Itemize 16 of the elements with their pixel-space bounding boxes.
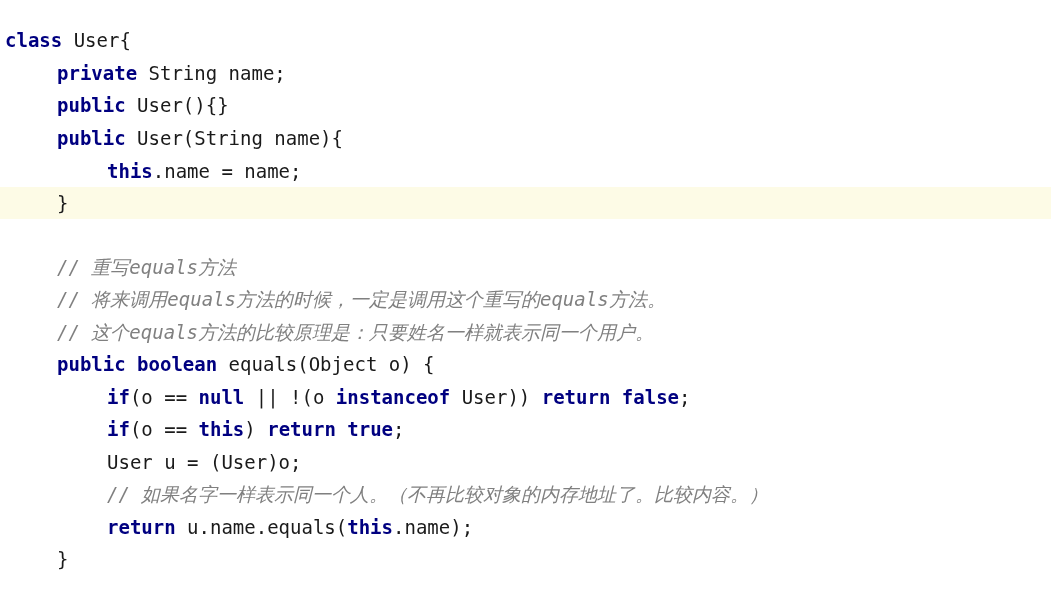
code-comment: // 如果名字一样表示同一个人。（不再比较对象的内存地址了。比较内容。） — [107, 482, 769, 507]
code-comment: // 将来调用equals方法的时候，一定是调用这个重写的equals方法。 — [57, 287, 666, 312]
code-line: public User(String name){ — [57, 126, 343, 151]
code-line: private String name; — [57, 61, 286, 86]
code-line: public User(){} — [57, 93, 229, 118]
code-line: public boolean equals(Object o) { — [57, 352, 435, 377]
code-line: this.name = name; — [107, 159, 302, 184]
code-line: class User{ — [5, 28, 131, 53]
code-comment: // 这个equals方法的比较原理是：只要姓名一样就表示同一个用户。 — [57, 320, 654, 345]
code-line: if(o == null || !(o instanceof User)) return false; — [107, 385, 691, 410]
code-line: } — [57, 547, 69, 572]
code-comment: // 重写equals方法 — [57, 255, 236, 280]
code-line: if(o == this) return true; — [107, 417, 405, 442]
code-line: } — [57, 191, 69, 216]
code-line: return u.name.equals(this.name); — [107, 515, 474, 540]
code-line: User u = (User)o; — [107, 450, 302, 475]
